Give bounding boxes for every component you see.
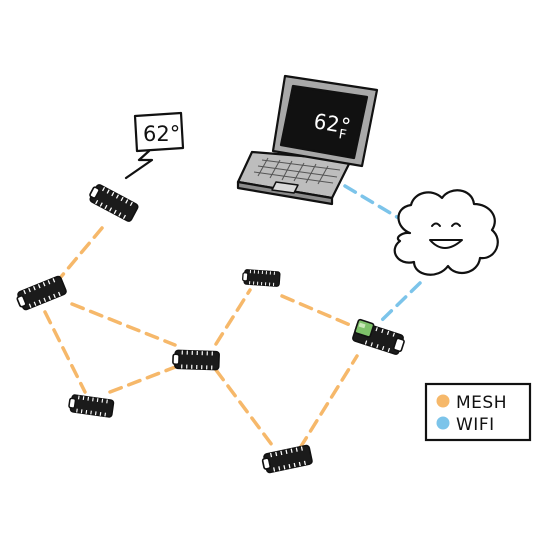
legend-wifi-swatch: [436, 416, 450, 430]
mesh-node-board-icon: [260, 444, 314, 475]
wifi-links: [343, 184, 422, 322]
mesh-link-left-to-bottomleft: [43, 310, 87, 394]
mesh-link-center-to-bottom: [214, 368, 274, 447]
mesh-node-board-icon: [171, 349, 221, 371]
mesh-node-board-icon: [241, 268, 281, 288]
mesh-links: [43, 226, 359, 450]
mesh-node-board-icon: [67, 393, 115, 419]
laptop-screen: [279, 84, 369, 160]
laptop-temperature-unit: F: [337, 127, 347, 143]
mesh-node-board-icon: [14, 274, 68, 313]
legend-mesh-label: MESH: [456, 393, 507, 413]
laptop-temperature: 62°: [312, 109, 353, 139]
speech-bubble-text: 62°: [143, 122, 180, 146]
mesh-link-top-to-left: [58, 226, 104, 280]
mesh-link-left-to-center: [70, 302, 177, 347]
lightning-bolt-icon: [124, 149, 154, 180]
mesh-node-board-icon: [86, 181, 140, 224]
laptop-icon: [236, 74, 379, 206]
mesh-link-bottomleft-to-center: [108, 364, 180, 394]
cloud-icon: [393, 189, 499, 276]
wifi-link-cloud-to-gateway: [380, 281, 422, 322]
laptop-trackpad: [271, 181, 299, 194]
mesh-link-topmid-to-gateway: [280, 294, 352, 327]
legend: MESH WIFI: [424, 382, 532, 442]
legend-mesh-swatch: [436, 394, 450, 408]
legend-wifi-label: WIFI: [456, 415, 495, 435]
mesh-link-bottom-to-gateway: [298, 354, 359, 450]
mesh-link-center-to-topmid: [214, 288, 252, 346]
wifi-link-laptop-to-cloud: [343, 184, 404, 222]
gateway-board-icon: [352, 318, 405, 355]
speech-bubble-icon: [133, 111, 185, 153]
